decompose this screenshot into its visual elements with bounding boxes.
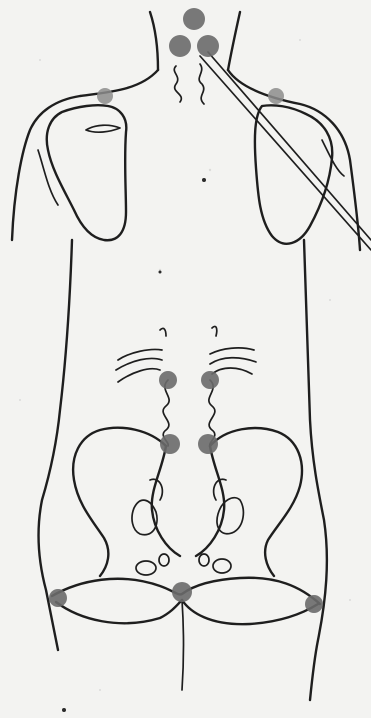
dot-mark: [202, 178, 206, 182]
sacrum: [152, 446, 224, 556]
marker-point: [49, 589, 67, 607]
dot-mark: [159, 271, 162, 274]
marker-point: [268, 88, 284, 104]
sacral-inner: [150, 479, 226, 500]
neck-left-outline: [150, 12, 158, 70]
lower-ribs: [116, 326, 256, 382]
cervical-spine: [174, 64, 204, 104]
marker-point: [198, 434, 218, 454]
marker-point: [201, 371, 219, 389]
gluteal-cleft: [182, 600, 184, 690]
marker-point: [160, 434, 180, 454]
pelvis-outline: [73, 428, 302, 576]
gluteal-line-left: [56, 600, 182, 623]
scapula-right: [255, 105, 332, 243]
marker-point: [183, 8, 205, 30]
dot-mark: [62, 708, 66, 712]
iliac-fossa-right: [217, 498, 243, 534]
shoulder-left-outline: [12, 70, 158, 240]
gluteal-line-right: [182, 600, 318, 624]
torso-right-outline: [304, 240, 327, 700]
sacral-foramina: [136, 554, 231, 575]
marker-point: [197, 35, 219, 57]
scapula-left-edge: [38, 150, 58, 205]
marker-point: [159, 371, 177, 389]
marker-point: [97, 88, 113, 104]
marker-point: [305, 595, 323, 613]
pointer-rod: [200, 52, 371, 250]
neck-right-outline: [228, 12, 240, 70]
scapula-left-spine: [86, 125, 120, 132]
marker-point: [172, 582, 192, 602]
marker-point: [169, 35, 191, 57]
